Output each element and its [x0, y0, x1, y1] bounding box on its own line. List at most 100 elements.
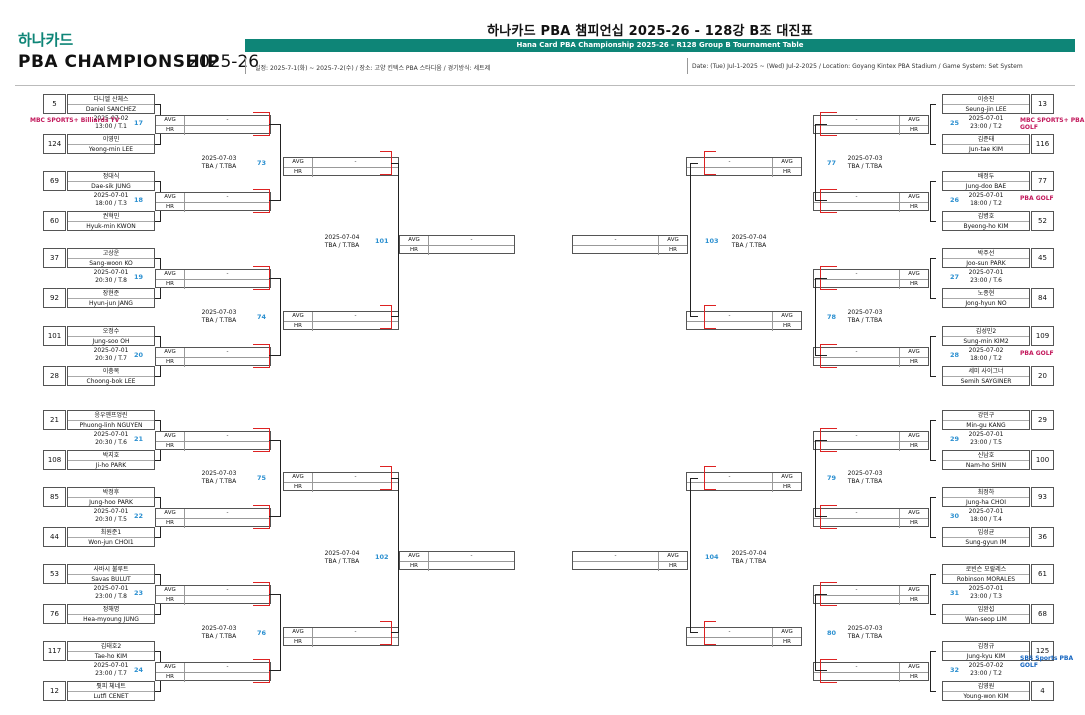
hr-value	[573, 562, 658, 571]
match-number: 17	[134, 119, 144, 127]
match-date: 2025-07-04	[324, 549, 360, 557]
seed-number: 84	[1031, 288, 1054, 309]
seed-number: 108	[43, 449, 66, 470]
winner-connector	[253, 427, 270, 452]
hr-row: HR	[814, 596, 928, 606]
bracket-line	[930, 181, 936, 223]
score-box: AVG-HR	[155, 430, 271, 451]
avg-row: AVG-	[156, 431, 270, 442]
avg-row: AVG-	[156, 663, 270, 674]
hr-row: HR	[156, 519, 270, 528]
score-box: AVG-HR	[155, 192, 271, 213]
avg-row: AVG-	[284, 627, 398, 638]
avg-row: AVG-	[156, 586, 270, 597]
hr-label: HR	[156, 441, 185, 451]
match-time: 18:00 / T.3	[95, 200, 127, 208]
score-box: AVG-HR	[686, 156, 802, 177]
hr-row: HR	[687, 167, 801, 177]
season-label: 2025-26	[188, 52, 260, 72]
avg-label: AVG	[772, 157, 801, 167]
avg-row: AVG-	[687, 312, 801, 322]
player-name-korean: 이충복	[68, 367, 154, 377]
hr-row: HR	[400, 245, 514, 255]
hr-value	[429, 246, 514, 255]
avg-value: -	[855, 194, 858, 201]
bracket-line	[690, 162, 698, 317]
avg-row: AVG-	[814, 509, 928, 519]
match-number: 77	[827, 158, 837, 167]
player-name-english: Jun-tae KIM	[968, 146, 1004, 153]
hr-row: HR	[814, 441, 928, 451]
hr-row: HR	[284, 483, 398, 493]
hr-value	[429, 562, 514, 571]
avg-row: AVG-	[573, 235, 687, 246]
score-box: AVG-HR	[686, 472, 802, 493]
player-name-english: Nam-ho SHIN	[965, 461, 1007, 469]
player-name-korean: 장현준	[68, 289, 154, 300]
seed-number: 45	[1031, 248, 1054, 269]
avg-label: AVG	[400, 235, 429, 245]
seed-number: 4	[1031, 681, 1054, 702]
divider	[687, 58, 688, 74]
seed-number: 101	[43, 325, 66, 346]
avg-row: AVG-	[814, 270, 928, 281]
avg-label: AVG	[156, 193, 185, 203]
hr-label: HR	[772, 167, 801, 177]
match-date: 2025-07-01	[93, 508, 129, 515]
hr-value	[687, 483, 772, 492]
pba-championship-logo: PBA CHAMPIONSHIP	[18, 52, 220, 72]
match-time: 23:00 / T.7	[95, 670, 127, 678]
match-date: 2025-07-02	[968, 662, 1004, 670]
match-time: TBA / T.TBA	[324, 557, 360, 565]
match-date: 2025-07-01	[968, 430, 1004, 438]
score-box: AVG-HR	[813, 585, 929, 606]
avg-label: AVG	[899, 586, 928, 596]
match-number: 18	[134, 196, 144, 205]
hr-label: HR	[156, 357, 185, 367]
seed-number: 92	[43, 288, 66, 309]
seed-number: 68	[1031, 604, 1054, 625]
player-name-korean: 임완섭	[943, 605, 1029, 616]
score-box: AVG-HR	[813, 115, 929, 135]
page-title: 하나카드 PBA 챔피언십 2025-26 - 128강 B조 대진표	[487, 24, 813, 39]
match-date: 2025-07-03	[201, 154, 237, 162]
match-time: 23:00 / T.2	[970, 670, 1002, 678]
seed-number: 36	[1031, 527, 1054, 547]
avg-value: -	[354, 628, 357, 635]
score-box: AVG-HR	[155, 269, 271, 290]
bracket-line	[269, 124, 281, 202]
avg-label: AVG	[156, 116, 185, 125]
